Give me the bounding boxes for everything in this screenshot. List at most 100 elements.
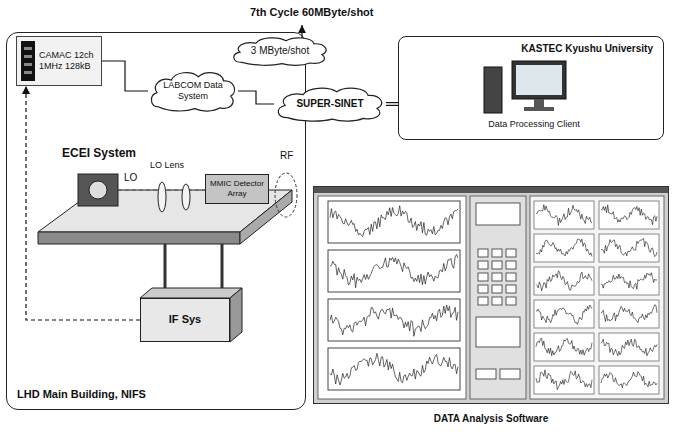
waveform-trace [601, 372, 657, 388]
waveform-trace [536, 370, 592, 390]
waveform-trace [601, 273, 657, 290]
connector-group [238, 91, 274, 104]
label-text: LO [124, 172, 137, 184]
table-leg [221, 244, 224, 288]
control-widget [500, 369, 520, 379]
node-text: KASTEC Kyushu University [521, 43, 653, 55]
node-box: MMIC Detector Array [205, 174, 269, 204]
control-widget [476, 203, 520, 225]
channel-button [478, 297, 488, 305]
node-box: IF Sys [140, 298, 230, 342]
node-text: MMIC Detector Array [210, 179, 264, 198]
node-kastec: KASTEC Kyushu UniversityData Processing … [398, 36, 664, 140]
channel-button [492, 273, 502, 281]
plot-trace [330, 206, 458, 237]
node-text: CAMAC 12ch 1MHz 128kB [39, 50, 97, 72]
label-text: ECEI System [62, 146, 136, 160]
node-text: DATA Analysis Software [314, 413, 668, 425]
computer-icon [484, 61, 584, 117]
cloud-outline [151, 73, 234, 111]
table-leg [164, 244, 167, 288]
rf-input [275, 173, 297, 217]
crate-slot [24, 47, 32, 50]
waveform-trace [536, 305, 592, 324]
channel-button [492, 285, 502, 293]
control-panel [470, 196, 526, 399]
if-box-side [230, 288, 242, 342]
waveform-trace [536, 239, 592, 256]
waveform-trace [536, 338, 592, 356]
plot-trace [330, 254, 458, 287]
waveform-trace [601, 205, 657, 225]
node-cloud: SUPER-SINET [274, 86, 386, 122]
plot-frame [328, 201, 460, 243]
double-line-gap [386, 103, 398, 105]
channel-button [506, 273, 516, 281]
waveform-trace [601, 238, 657, 256]
node-cloud: 3 MByte/shot [230, 36, 330, 66]
waveform-tile [534, 267, 594, 295]
channel-button [478, 285, 488, 293]
if-box-top [140, 288, 242, 298]
waveform-tile [599, 201, 659, 229]
pc-tower [484, 67, 502, 113]
channel-button [506, 285, 516, 293]
connector-group [26, 86, 140, 320]
cloud-outline [234, 38, 326, 65]
waveform-tile [599, 300, 659, 328]
monitor-screen [516, 65, 562, 95]
channel-button [478, 261, 488, 269]
waveform-trace [601, 305, 657, 323]
connector [26, 86, 140, 320]
waveform-tile [599, 366, 659, 394]
window-titlebar [314, 187, 668, 193]
plot-frame [328, 348, 460, 390]
node-text: LABCOM Data System [162, 80, 224, 102]
waveform-tile [534, 366, 594, 394]
monitor [512, 61, 566, 99]
node-text: IF Sys [169, 313, 201, 326]
channel-button [492, 297, 502, 305]
waveform-trace [536, 271, 592, 291]
channel-button [506, 297, 516, 305]
connector [102, 61, 148, 91]
channel-button [478, 273, 488, 281]
camac-crate [21, 41, 35, 81]
waveform-panel [530, 196, 664, 399]
monitor-neck [534, 99, 544, 107]
plot-frame [328, 250, 460, 292]
node-camac: CAMAC 12ch 1MHz 128kB [16, 36, 102, 86]
lo-lens [158, 182, 166, 212]
connector-group [386, 104, 398, 105]
label-text: 7th Cycle 60MByte/shot [250, 6, 373, 19]
node-text: SUPER-SINET [296, 98, 363, 110]
channel-button [492, 261, 502, 269]
channel-button [492, 249, 502, 257]
node-frame: CAMAC 12ch 1MHz 128kB LABCOM Data SystemM… [6, 32, 306, 410]
waveform-trace [601, 339, 657, 356]
crate-slot [24, 71, 32, 74]
channel-button [478, 249, 488, 257]
waveform-tile [534, 201, 594, 229]
plot-frame [328, 299, 460, 341]
node-text: 3 MByte/shot [251, 45, 309, 57]
software-screenshot [314, 187, 668, 403]
crate-slot [24, 63, 32, 66]
channel-button [506, 249, 516, 257]
node-screen: DATA Analysis Software [313, 186, 669, 404]
control-widget [476, 317, 520, 347]
waveform-tile [599, 333, 659, 361]
label-text: RF [280, 150, 293, 162]
node-text: LHD Main Building, NIFS [17, 388, 146, 401]
connector [238, 91, 274, 104]
lo-aperture [89, 181, 107, 199]
crate-slot [24, 55, 32, 58]
waveform-tile [599, 234, 659, 262]
plot-trace [330, 305, 458, 336]
label-text: LO Lens [150, 160, 184, 171]
node-text: Data Processing Client [449, 119, 619, 130]
waveform-tile [534, 333, 594, 361]
waveform-tile [534, 300, 594, 328]
connector [386, 102, 398, 106]
